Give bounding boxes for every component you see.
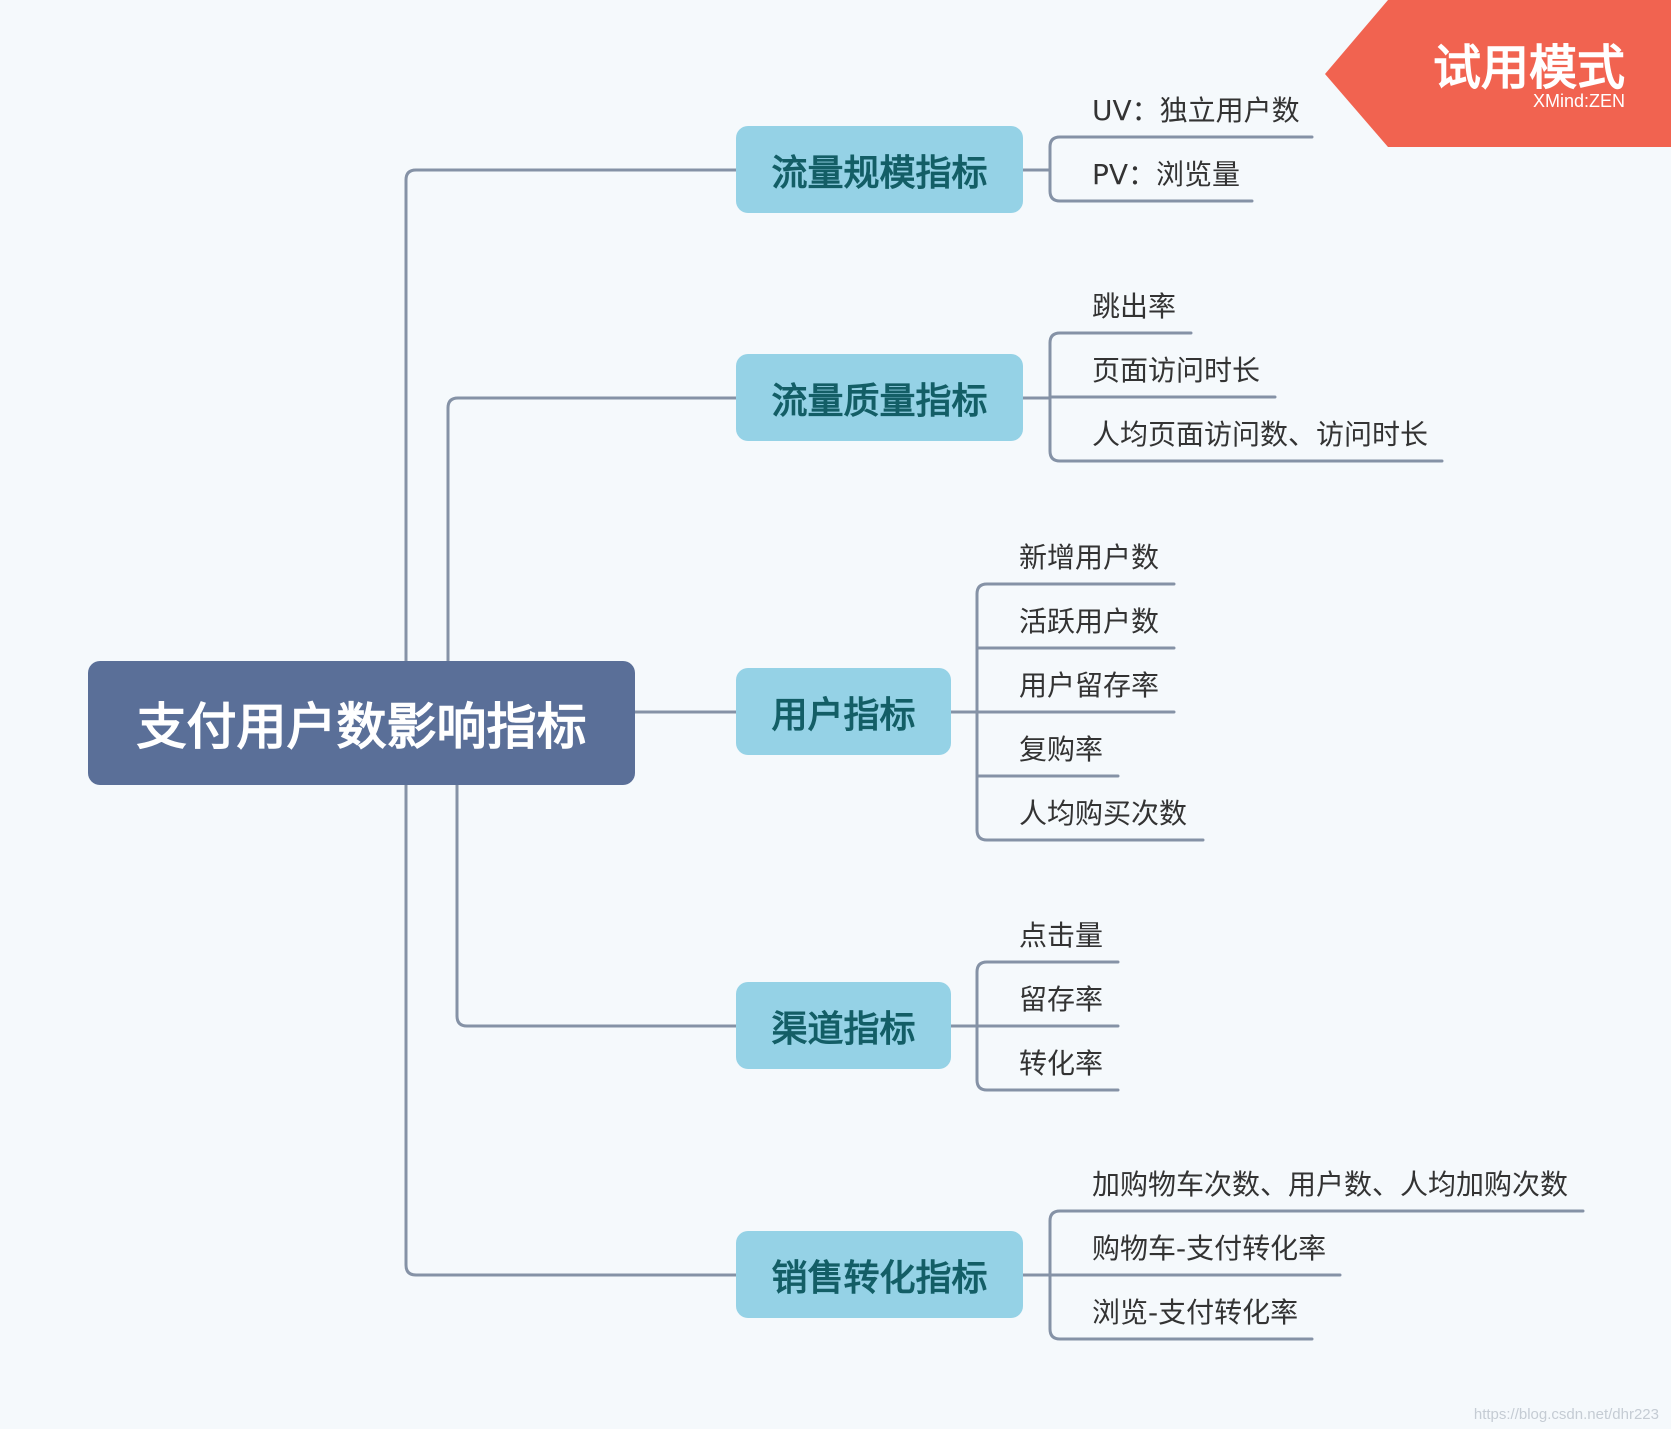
connector-branch-3-leaf-5: [975, 710, 1205, 842]
connector-root-branch-1: [404, 168, 738, 663]
branch-topic-traffic-scale[interactable]: 流量规模指标: [736, 126, 1023, 213]
branch-topic-sales-conversion[interactable]: 销售转化指标: [736, 1231, 1023, 1318]
trial-badge-title: 试用模式: [1432, 40, 1625, 96]
connector-branch-2-leaf-1: [1048, 331, 1193, 400]
connector-root-branch-5: [404, 783, 738, 1277]
root-topic[interactable]: 支付用户数影响指标: [88, 661, 635, 785]
leaf-active-users[interactable]: 活跃用户数: [1019, 605, 1160, 638]
connector-branch-5-leaf-3: [1048, 1273, 1314, 1341]
leaf-page-visit-duration[interactable]: 页面访问时长: [1092, 354, 1261, 387]
connector-branch-3-leaf-1: [975, 582, 1176, 714]
branch-topic-traffic-quality[interactable]: 流量质量指标: [736, 354, 1023, 441]
leaf-clicks[interactable]: 点击量: [1019, 919, 1104, 952]
trial-badge-brand: XMind:ZEN: [1532, 91, 1625, 111]
connector-branch-1-leaf-2: [1048, 168, 1254, 203]
leaf-bounce-rate[interactable]: 跳出率: [1092, 290, 1177, 323]
leaf-browse-to-pay[interactable]: 浏览-支付转化率: [1092, 1296, 1299, 1329]
leaf-avg-purchases[interactable]: 人均购买次数: [1019, 797, 1188, 830]
connector-root-branch-4: [455, 783, 738, 1028]
connector-root-branch-2: [446, 396, 738, 663]
leaf-user-retention[interactable]: 用户留存率: [1019, 669, 1160, 702]
watermark-url: https://blog.csdn.net/dhr223: [1473, 1406, 1659, 1423]
leaf-avg-pages-duration[interactable]: 人均页面访问数、访问时长: [1092, 418, 1429, 451]
branch-topic-user[interactable]: 用户指标: [736, 668, 951, 755]
trial-mode-badge: [1325, 0, 1671, 147]
connector-branch-1-leaf-1: [1048, 135, 1314, 172]
leaf-uv[interactable]: UV：独立用户数: [1092, 94, 1300, 127]
leaf-conversion-rate[interactable]: 转化率: [1019, 1047, 1104, 1080]
leaf-repurchase-rate[interactable]: 复购率: [1019, 733, 1104, 766]
connector-branch-4-leaf-1: [975, 960, 1120, 1028]
connector-branch-4-leaf-3: [975, 1024, 1120, 1092]
leaf-add-to-cart[interactable]: 加购物车次数、用户数、人均加购次数: [1092, 1168, 1569, 1201]
trial-badge-shape: [1325, 0, 1671, 147]
leaf-cart-to-pay[interactable]: 购物车-支付转化率: [1092, 1232, 1327, 1265]
branch-topic-channel[interactable]: 渠道指标: [736, 982, 951, 1069]
connector-branch-2-leaf-3: [1048, 396, 1444, 463]
leaf-new-users[interactable]: 新增用户数: [1019, 541, 1160, 574]
connector-branch-5-leaf-1: [1048, 1209, 1585, 1277]
leaf-pv[interactable]: PV：浏览量: [1092, 158, 1241, 191]
leaf-retention-rate[interactable]: 留存率: [1019, 983, 1104, 1016]
